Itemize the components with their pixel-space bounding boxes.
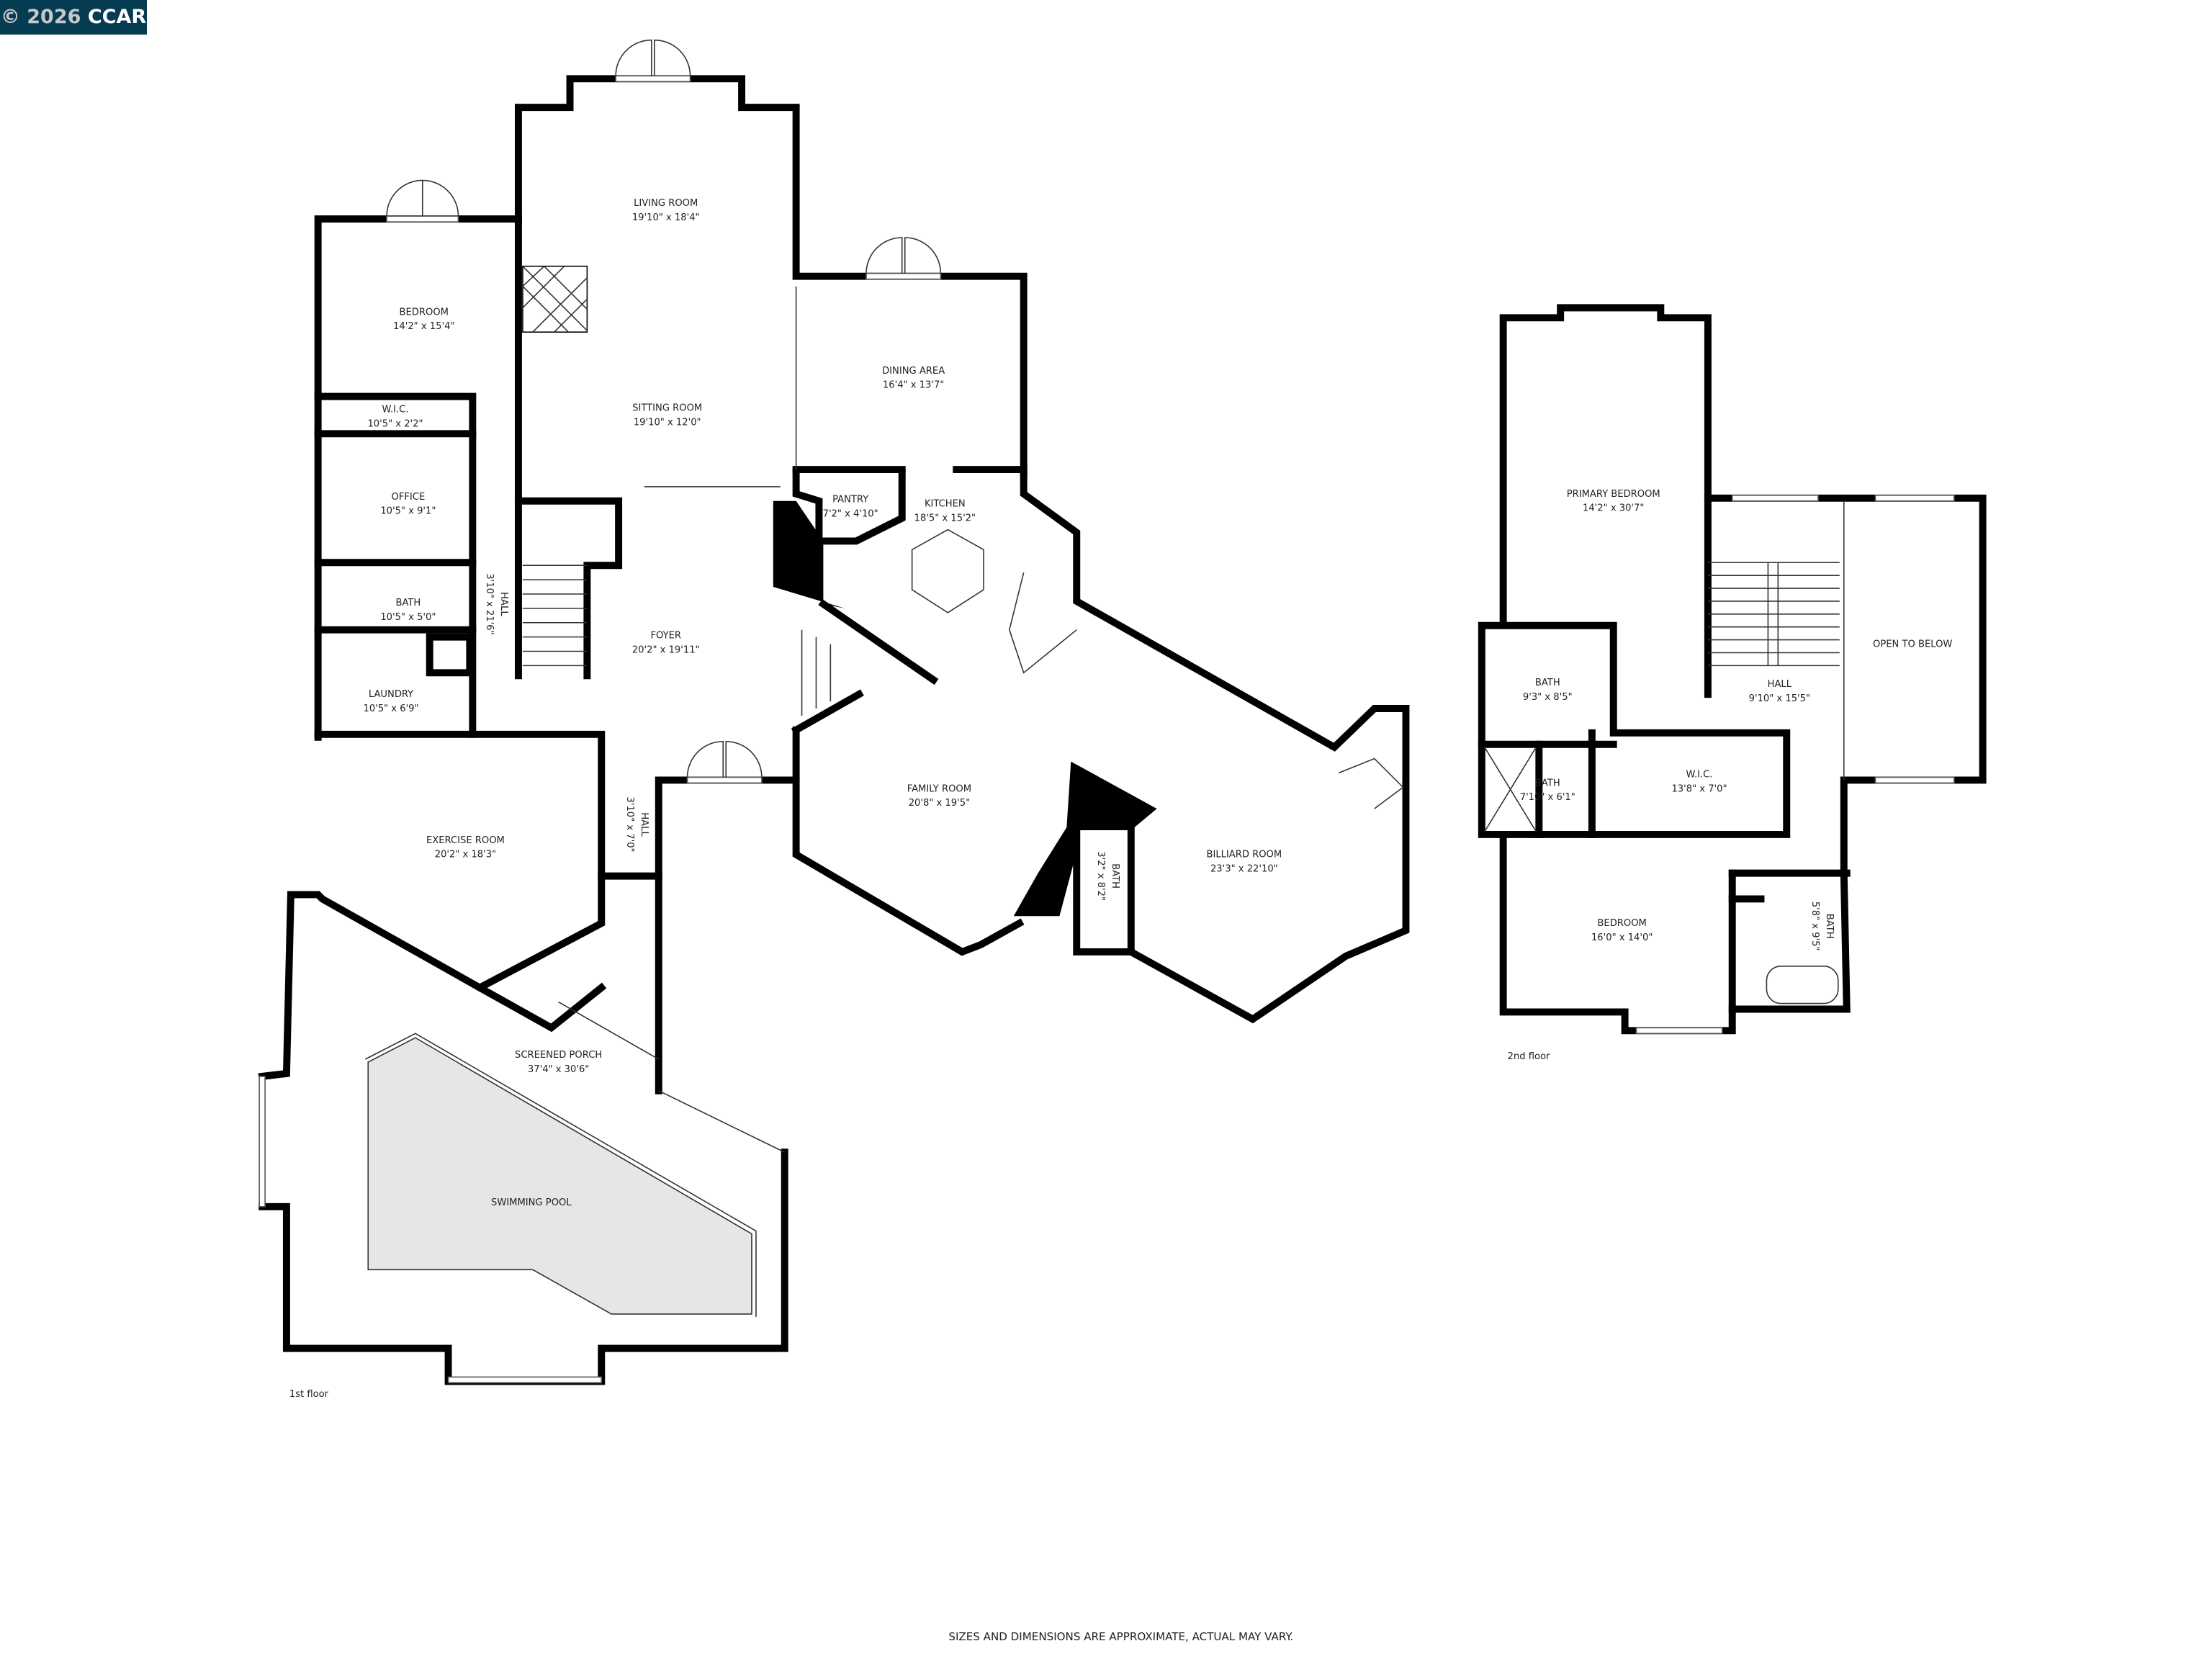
room-dims: 16'4" x 13'7" [883,380,944,391]
copyright-org: CCAR [87,6,147,28]
room-name: BATH [395,598,421,608]
room-name: FAMILY ROOM [907,783,971,794]
room-name: BATH [1535,778,1560,788]
room-name: BATH [1110,863,1120,889]
room-name: BATH [1824,914,1835,939]
room-dims: 3'10" x 7'0" [624,797,635,853]
room-dims: 3'10" x 21'6" [484,573,495,634]
room-dims: 19'10" x 12'0" [634,417,701,428]
room-name: BILLIARD ROOM [1206,850,1282,860]
room-dims: 23'3" x 22'10" [1210,864,1278,875]
room-name: EXERCISE ROOM [426,835,505,846]
room-name: W.I.C. [382,405,409,415]
first-floor-plan: 1st floor [258,39,1662,1400]
room-dims: 20'2" x 19'11" [632,644,700,655]
room-name: SWIMMING POOL [491,1197,572,1208]
room-name: BEDROOM [1597,918,1646,929]
room-name: HALL [498,592,509,616]
room-name: LAUNDRY [369,689,414,700]
room-dims: 19'10" x 18'4" [632,212,700,223]
room-name: W.I.C. [1686,769,1713,780]
room-name: HALL [639,812,649,837]
room-dims: 20'2" x 18'3" [435,850,496,860]
structural-wall [773,500,845,608]
room-dims: 13'8" x 7'0" [1671,783,1727,794]
room-dims: 9'10" x 15'5" [1749,693,1810,704]
second-floor-labels: PRIMARY BEDROOM 14'2" x 30'7" OPEN TO BE… [1520,489,1953,951]
room-dims: 20'8" x 19'5" [909,798,970,809]
room-dims: 14'2" x 30'7" [1583,503,1644,514]
room-dims: 9'3" x 8'5" [1523,692,1573,703]
room-dims: 3'2" x 8'2" [1095,851,1106,901]
room-name: HALL [1768,679,1792,690]
room-name: BATH [1535,678,1560,688]
floor-label-1st: 1st floor [289,1389,329,1400]
copyright-year: © 2026 [0,6,81,28]
room-dims: 10'5" x 2'2" [367,418,423,429]
room-name: OFFICE [392,492,426,503]
room-dims: 16'0" x 14'0" [1591,932,1653,943]
room-dims: 10'5" x 5'0" [380,612,436,623]
first-floor-labels: LIVING ROOM 19'10" x 18'4" BEDROOM 14'2"… [364,198,1282,1208]
room-dims: 7'2" x 4'10" [823,509,878,520]
copyright-badge: © 2026 CCAR [0,0,147,35]
disclaimer: SIZES AND DIMENSIONS ARE APPROXIMATE, AC… [948,1630,1293,1643]
room-name: LIVING ROOM [634,198,698,209]
floor-label-2nd: 2nd floor [1508,1051,1550,1062]
room-name: PRIMARY BEDROOM [1567,489,1660,500]
second-floor-plan: 2nd floor [1478,304,1987,1062]
room-name: OPEN TO BELOW [1873,639,1952,650]
room-dims: 7'10" x 6'1" [1520,792,1575,803]
room-dims: 10'5" x 9'1" [380,506,436,517]
room-name: SCREENED PORCH [515,1050,602,1061]
swimming-pool [367,1037,752,1315]
structural-wall [1013,761,1157,917]
room-dims: 5'8" x 9'5" [1809,902,1820,951]
room-name: KITCHEN [925,499,966,510]
room-dims: 18'5" x 15'2" [914,513,976,524]
room-name: DINING AREA [882,366,945,377]
room-dims: 14'2" x 15'4" [393,321,454,332]
room-name: FOYER [650,631,681,642]
room-dims: 37'4" x 30'6" [528,1064,589,1075]
room-name: BEDROOM [400,307,449,318]
room-name: SITTING ROOM [632,403,702,414]
room-dims: 10'5" x 6'9" [364,703,419,714]
room-name: PANTRY [832,495,869,505]
